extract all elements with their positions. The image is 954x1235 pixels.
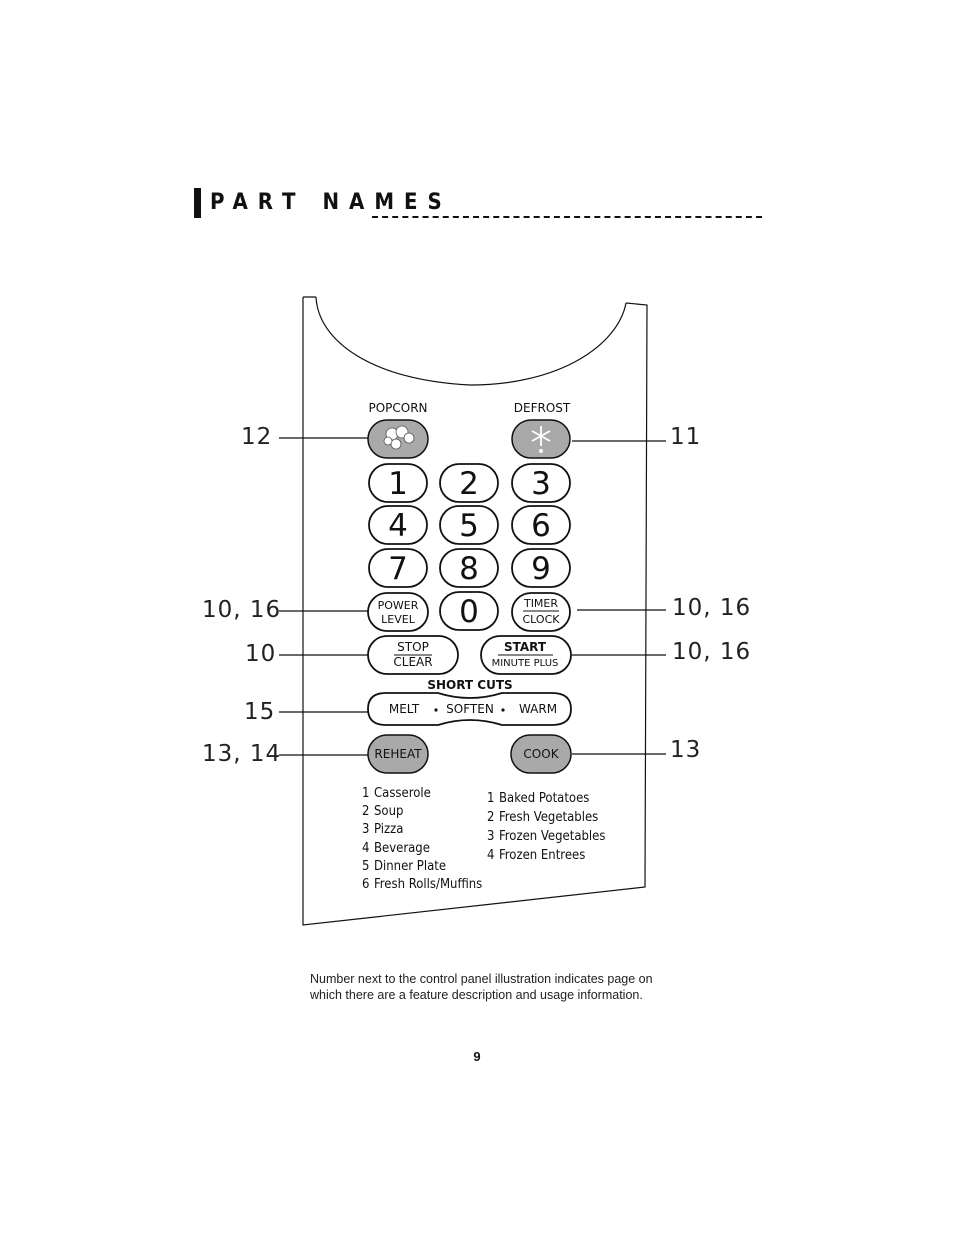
menu-item-number: 5 <box>362 858 370 874</box>
key-8-label: 8 <box>459 551 479 587</box>
power-level-line2: LEVEL <box>381 613 416 626</box>
menu-item-number: 4 <box>487 848 495 863</box>
key-5-label: 5 <box>459 508 479 544</box>
callout-popcorn: 12 <box>241 424 273 450</box>
power-level-line1: POWER <box>378 599 419 612</box>
menu-list-item: 1 Baked Potatoes <box>487 790 605 809</box>
menu-item-number: 2 <box>487 810 495 825</box>
menu-item-number: 1 <box>362 786 370 801</box>
menu-item-number: 2 <box>362 804 370 820</box>
callout-cook: 13 <box>670 737 702 763</box>
panel-outline <box>302 296 648 926</box>
start-line: START <box>504 640 547 654</box>
cook-button[interactable]: COOK <box>510 734 572 774</box>
timer-clock-button[interactable]: TIMER CLOCK <box>511 592 571 632</box>
callout-lines <box>279 437 666 756</box>
menu-item-number: 1 <box>487 791 495 806</box>
menu-item-label: Fresh Rolls/Muffins <box>374 876 483 892</box>
key-6-label: 6 <box>531 508 551 544</box>
stop-clear-button[interactable]: STOP CLEAR <box>367 635 459 675</box>
key-1-button[interactable]: 1 <box>368 463 428 503</box>
callout-short-cuts: 15 <box>244 699 276 725</box>
stop-line: STOP <box>397 640 429 654</box>
timer-line: TIMER <box>523 597 558 610</box>
key-3-button[interactable]: 3 <box>511 463 571 503</box>
key-5-button[interactable]: 5 <box>439 505 499 545</box>
short-cuts-label: SHORT CUTS <box>427 678 512 692</box>
cook-label: COOK <box>523 747 559 761</box>
menu-item-label: Frozen Vegetables <box>499 829 606 844</box>
key-1-label: 1 <box>388 466 408 502</box>
key-3-label: 3 <box>531 466 551 502</box>
minute-plus-line: MINUTE PLUS <box>492 658 559 669</box>
menu-item-label: Dinner Plate <box>374 858 447 874</box>
menu-item-label: Pizza <box>374 822 404 838</box>
short-cuts-bar[interactable]: MELT SOFTEN WARM <box>367 692 572 726</box>
reheat-button[interactable]: REHEAT <box>367 734 429 774</box>
menu-item-label: Baked Potatoes <box>499 791 590 806</box>
section-title: PART NAMES <box>210 190 452 215</box>
reheat-label: REHEAT <box>374 747 422 761</box>
warm-label: WARM <box>519 702 557 716</box>
menu-item-label: Casserole <box>374 786 431 801</box>
clock-line: CLOCK <box>523 613 561 626</box>
key-7-button[interactable]: 7 <box>368 548 428 588</box>
melt-label: MELT <box>389 702 420 716</box>
menu-item-number: 3 <box>362 822 370 838</box>
clear-line: CLEAR <box>393 655 432 669</box>
menu-list-item: 1 Casserole <box>362 785 482 803</box>
heading-bar <box>194 188 201 218</box>
menu-list-item: 3 Frozen Vegetables <box>487 828 605 847</box>
caption: Number next to the control panel illustr… <box>310 972 653 1002</box>
menu-list-item: 4 Frozen Entrees <box>487 847 605 866</box>
keypad: 1 2 3 4 5 6 7 8 9 0 <box>368 463 571 631</box>
defrost-label: DEFROST <box>514 401 571 415</box>
callout-start: 10, 16 <box>672 639 752 665</box>
popcorn-icon <box>383 425 415 450</box>
key-2-label: 2 <box>459 466 479 502</box>
callout-reheat: 13, 14 <box>202 741 282 767</box>
menu-item-label: Frozen Entrees <box>499 848 586 863</box>
heading-rule <box>372 216 762 218</box>
popcorn-button[interactable] <box>367 419 429 459</box>
panel-window-arc <box>315 296 627 386</box>
page-number: 9 <box>473 1049 481 1064</box>
key-9-label: 9 <box>531 551 551 587</box>
key-4-button[interactable]: 4 <box>368 505 428 545</box>
callout-power-level: 10, 16 <box>202 597 282 623</box>
callout-defrost: 11 <box>670 424 702 450</box>
menu-item-label: Beverage <box>374 840 430 856</box>
key-4-label: 4 <box>388 508 408 544</box>
callout-stop-clear: 10 <box>245 641 277 667</box>
menu-item-label: Soup <box>374 804 404 820</box>
soften-label: SOFTEN <box>446 702 494 716</box>
callout-timer-clock: 10, 16 <box>672 595 752 621</box>
power-level-button[interactable]: POWER LEVEL <box>367 592 429 632</box>
menu-item-number: 6 <box>362 876 370 892</box>
key-2-button[interactable]: 2 <box>439 463 499 503</box>
key-9-button[interactable]: 9 <box>511 548 571 588</box>
popcorn-label: POPCORN <box>368 401 427 415</box>
key-0-button[interactable]: 0 <box>439 591 499 631</box>
key-6-button[interactable]: 6 <box>511 505 571 545</box>
menu-list-item: 2 Fresh Vegetables <box>487 809 605 828</box>
key-8-button[interactable]: 8 <box>439 548 499 588</box>
menu-item-label: Fresh Vegetables <box>499 810 599 825</box>
menu-item-number: 4 <box>362 840 370 856</box>
key-7-label: 7 <box>388 551 408 587</box>
defrost-button[interactable] <box>511 419 571 459</box>
key-0-label: 0 <box>459 594 479 630</box>
menu-item-number: 3 <box>487 829 495 844</box>
snowflake-icon <box>531 426 551 453</box>
start-minute-plus-button[interactable]: START MINUTE PLUS <box>480 635 572 675</box>
